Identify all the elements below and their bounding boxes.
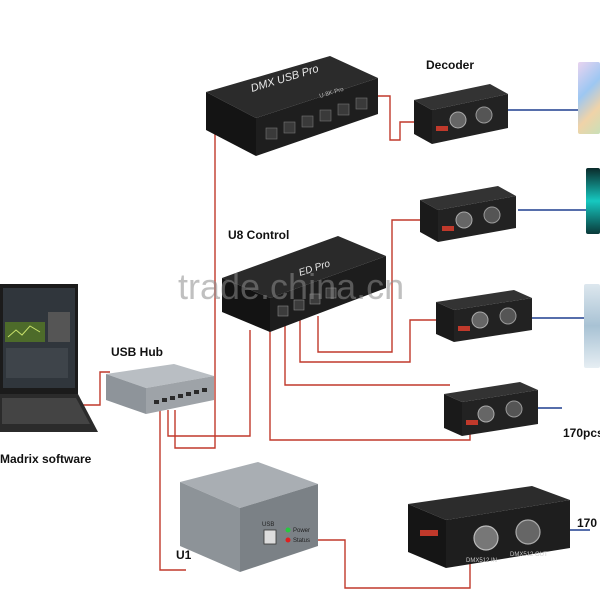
label-madrix-software: Madrix software	[0, 452, 92, 466]
decoder-3	[436, 290, 532, 342]
decoder-dmx-out: DMX512 OUT	[510, 552, 548, 558]
label-pcs-1: 170pcs	[563, 426, 600, 440]
led-image-2	[586, 168, 600, 234]
usb-hub-device	[106, 364, 214, 414]
wire-laptop-hub	[78, 371, 110, 406]
decoder-big: DMX512 IN DMX512 OUT	[408, 486, 570, 568]
u1-usb-text: USB	[262, 522, 274, 528]
wire-u8-decoder3	[299, 318, 440, 363]
u1-power-text: Power	[293, 528, 310, 534]
wire-hub-u1	[159, 410, 186, 571]
wire-u1-decoder-big	[318, 539, 471, 589]
decoder-2	[420, 186, 516, 242]
dmx-usb-pro-device: DMX USB Pro U·8K·Pro	[206, 56, 378, 156]
led-image-1	[578, 62, 600, 134]
laptop	[0, 284, 98, 432]
watermark: trade.china.cn	[178, 266, 405, 307]
u1-status-text: Status	[293, 538, 310, 544]
label-u1: U1	[176, 548, 192, 562]
label-pcs-2: 170	[577, 516, 598, 530]
wire-hub-u8	[167, 330, 251, 437]
label-u8-control: U8 Control	[228, 228, 290, 242]
decoder-1	[414, 84, 508, 144]
wire-u8-decoder2	[317, 219, 420, 353]
u1-device: USB Power Status	[180, 462, 318, 572]
label-usb-hub: USB Hub	[111, 345, 163, 359]
decoder-dmx-in: DMX512 IN	[466, 558, 497, 564]
wire-u8-decoder4	[284, 318, 450, 386]
decoder-4	[444, 382, 538, 436]
u8-control-device: ED Pro	[222, 236, 386, 332]
label-decoder: Decoder	[426, 58, 475, 72]
led-image-3	[584, 284, 600, 368]
wire-dmxusb-decoder1	[372, 95, 418, 141]
